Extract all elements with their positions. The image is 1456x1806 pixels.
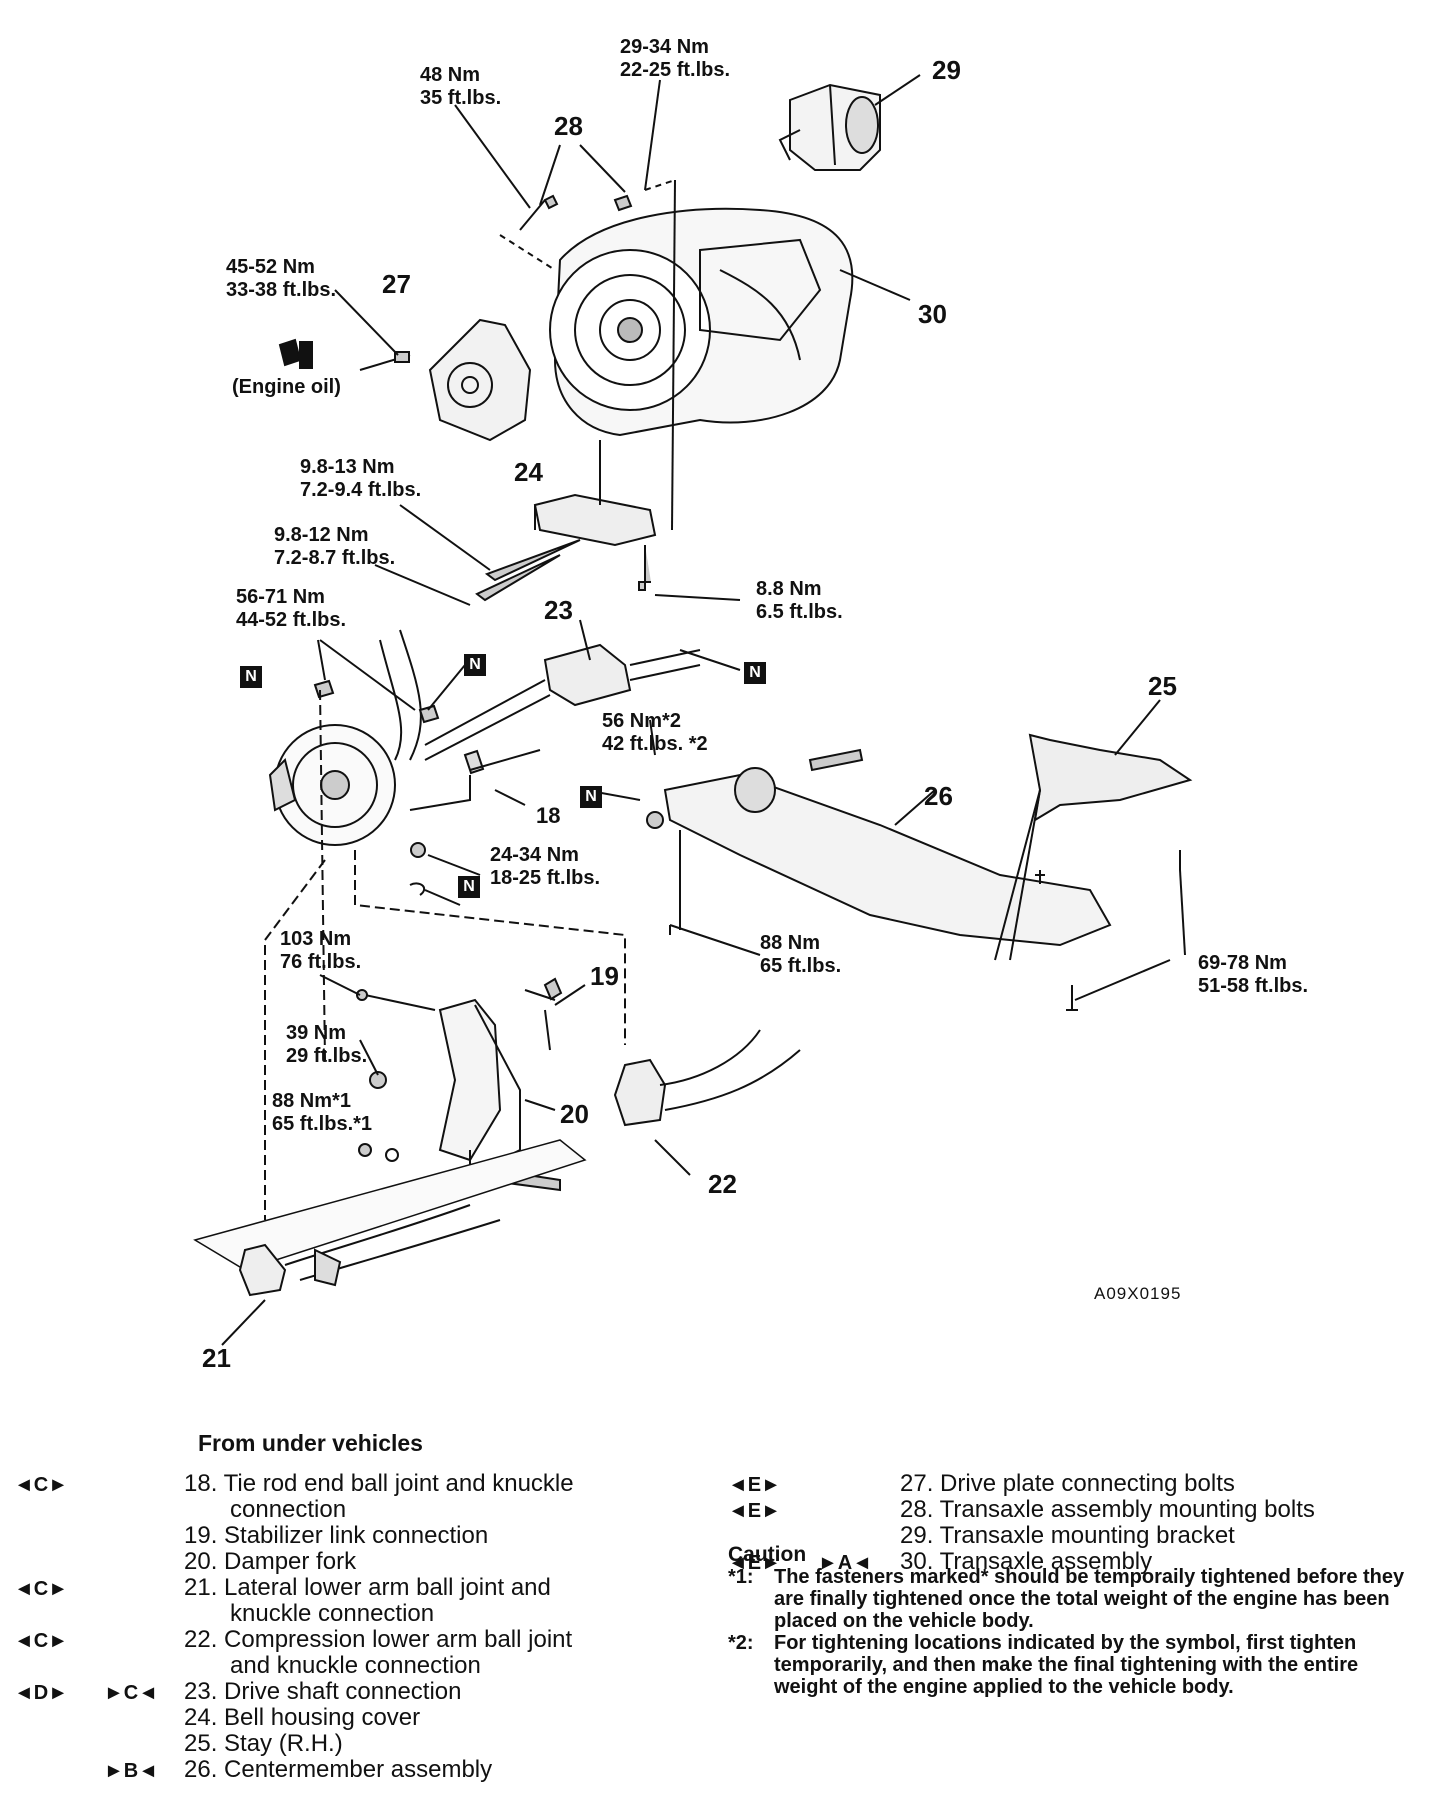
legend-symbol-secondary: ►C◄	[104, 1682, 159, 1704]
legend-symbol: ◄C►	[14, 1474, 69, 1496]
legend-symbol: ◄D►	[14, 1682, 69, 1704]
legend-item: 23. Drive shaft connection	[184, 1678, 462, 1705]
legend-symbol: ◄C►	[14, 1630, 69, 1652]
legend-symbol: ◄E►	[728, 1500, 781, 1522]
legend-item: and knuckle connection	[230, 1652, 481, 1679]
legend-title: From under vehicles	[198, 1430, 423, 1456]
legend-symbol: ◄C►	[14, 1578, 69, 1600]
nut-mark-n: N	[744, 662, 766, 684]
callout-30: 30	[918, 299, 947, 329]
legend-symbol-secondary: ►A◄	[818, 1552, 873, 1574]
callout-23: 23	[544, 595, 573, 625]
callout-24: 24	[514, 457, 543, 487]
legend-item: 20. Damper fork	[184, 1548, 357, 1575]
legend-item: 19. Stabilizer link connection	[184, 1522, 489, 1549]
legend-item: 18. Tie rod end ball joint and knuckle	[184, 1470, 574, 1497]
legend-symbol-secondary: ►B◄	[104, 1760, 159, 1782]
legend-item: connection	[230, 1496, 347, 1523]
legend-item: 27. Drive plate connecting bolts	[900, 1470, 1235, 1497]
engine-oil-label: (Engine oil)	[232, 376, 341, 398]
caution-block: Caution *1: The fasteners marked* should…	[728, 1543, 1408, 1699]
nut-mark-n: N	[240, 666, 262, 688]
callout-20: 20	[560, 1099, 589, 1129]
caution-note-mark: *1:	[728, 1566, 754, 1588]
legend-item: 30. Transaxle assembly	[900, 1548, 1153, 1575]
callout-28: 28	[554, 111, 583, 141]
callout-21: 21	[202, 1343, 231, 1373]
caution-note-text: For tightening locations indicated by th…	[774, 1632, 1359, 1698]
callout-29: 29	[932, 55, 961, 85]
caution-note-2: *2: For tightening locations indicated b…	[728, 1632, 1408, 1698]
caution-note-mark: *2:	[728, 1632, 754, 1654]
legend-symbol: ◄E►	[728, 1552, 781, 1574]
exploded-view-drawing	[193, 74, 1193, 1346]
callout-26: 26	[924, 781, 953, 811]
legend-item: knuckle connection	[230, 1600, 435, 1627]
callout-22: 22	[708, 1169, 737, 1199]
figure-code: A09X0195	[1094, 1284, 1182, 1303]
nut-mark-n: N	[464, 654, 486, 676]
callout-27: 27	[382, 269, 411, 299]
legend-item: 21. Lateral lower arm ball joint and	[184, 1574, 551, 1601]
caution-note-1: *1: The fasteners marked* should be temp…	[728, 1566, 1408, 1632]
nut-mark-n: N	[458, 876, 480, 898]
caution-note-text: The fasteners marked* should be temporai…	[774, 1566, 1405, 1632]
callout-19: 19	[590, 961, 619, 991]
legend-item: 22. Compression lower arm ball joint	[184, 1626, 573, 1653]
callout-18: 18	[536, 803, 561, 828]
callout-25: 25	[1148, 671, 1177, 701]
legend-item: 28. Transaxle assembly mounting bolts	[900, 1496, 1315, 1523]
legend-item: 29. Transaxle mounting bracket	[900, 1522, 1235, 1549]
nut-mark-n: N	[580, 786, 602, 808]
legend-symbol: ◄E►	[728, 1474, 781, 1496]
legend-item: 24. Bell housing cover	[184, 1704, 421, 1731]
caution-title: Caution	[728, 1543, 807, 1566]
legend-item: 26. Centermember assembly	[184, 1756, 493, 1783]
legend-item: 25. Stay (R.H.)	[184, 1730, 343, 1757]
